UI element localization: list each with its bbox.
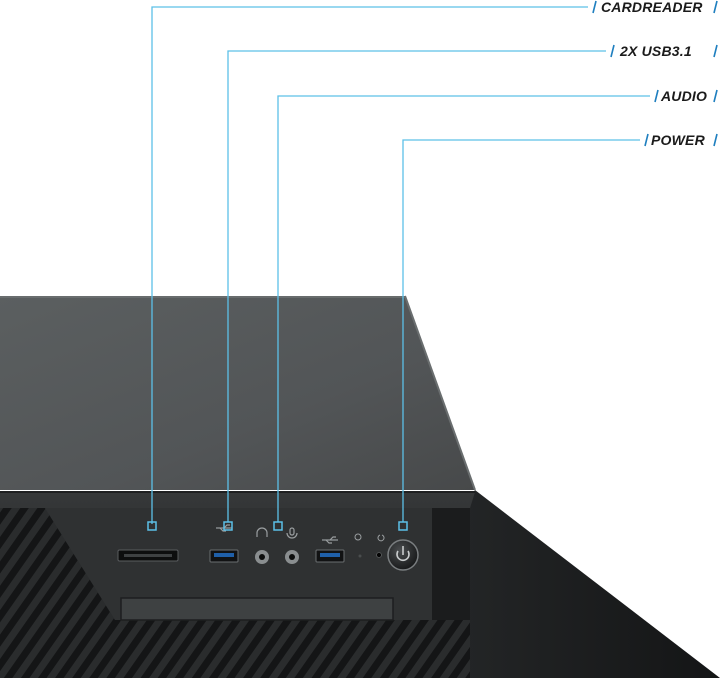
microphone-icon [286,527,298,539]
headphone-icon [256,527,268,537]
callout-cardreader-marker [147,521,157,531]
callout-label-cardreader: CARDREADER [601,0,703,15]
power-button-icon [396,546,410,562]
callout-usb-line [227,50,606,522]
power-led [376,552,382,558]
case-top-surface [0,296,475,490]
callout-power-marker [398,521,408,531]
hdd-led [358,554,362,558]
callout-label-usb: 2X USB3.1 [620,43,692,59]
callout-label-power: POWER [651,132,705,148]
front-vent-left [0,508,115,620]
callout-power-line [402,139,640,522]
usb-icon [322,536,338,544]
callout-label-audio: AUDIO [661,88,708,104]
callout-usb-marker [223,521,233,531]
power-led-icon [377,534,385,542]
callout-audio-line [277,95,650,522]
callout-audio-marker [273,521,283,531]
callout-cardreader-line [151,6,588,524]
front-vent-bottom [0,620,470,678]
optical-drive-bay [120,597,394,621]
case-right-side [465,490,720,678]
hdd-led-icon [354,533,362,541]
